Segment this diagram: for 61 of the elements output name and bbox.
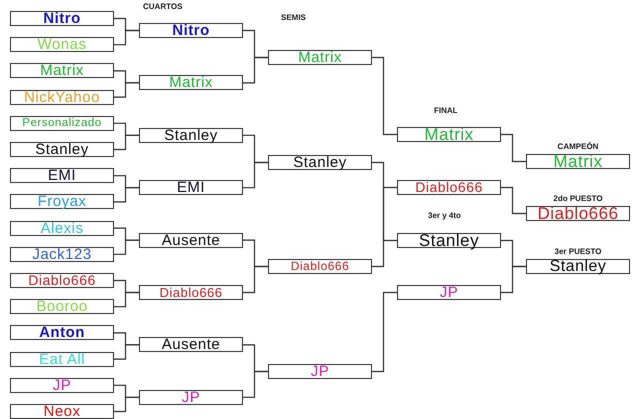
round-heading: FINAL [434,106,458,115]
place-heading: 2do PUESTO [552,194,604,203]
player-box: Alexis [10,220,114,236]
player-box: Anton [10,325,114,340]
player-box: Matrix [268,50,372,65]
player-box: Diablo666 [397,180,501,195]
place-heading: CAMPEÓN [556,142,600,151]
player-box: Stanley [397,233,501,248]
bracket-line [114,396,139,412]
player-box: Personalizado [10,116,114,131]
player-box: Eat All [10,352,114,367]
player-box: JP [397,285,501,300]
player-box: Matrix [397,127,501,142]
round-heading: 3er y 4to [428,211,461,220]
bracket-line [372,292,397,372]
player-box: Stanley [268,155,372,170]
player-box: EMI [139,180,243,196]
bracket-line [501,186,526,214]
player-box: Diablo666 [10,273,114,288]
player-box: JP [139,390,243,405]
player-box: EMI [10,168,114,184]
player-box: Matrix [139,75,243,90]
bracket-line [114,134,139,150]
player-box: Stanley [10,142,114,157]
bracket-line [114,30,139,46]
player-box: Nitro [139,23,243,38]
bracket-line [501,134,526,162]
player-box: Diablo666 [268,259,372,274]
player-box: Froyax [10,194,114,210]
player-box: Diablo666 [139,285,243,300]
player-box: JP [10,378,114,393]
player-box: Neox [10,404,114,419]
bracket-line [372,162,397,242]
bracket-line [243,162,268,188]
round-heading: CUARTOS [143,2,182,11]
bracket-line [114,187,139,202]
bracket-line [243,266,268,294]
bracket-line [114,240,139,255]
player-box: Booroo [10,299,114,314]
bracket-line [243,56,268,84]
result-box: Stanley [526,259,630,274]
player-box: Matrix [10,63,114,78]
player-box: Ausente [139,337,243,352]
bracket-line [501,266,526,294]
round-heading: SEMIS [281,13,306,22]
player-box: Jack123 [10,246,114,262]
bracket-line [372,56,397,136]
player-box: Ausente [139,232,243,248]
bracket-line [372,186,397,268]
result-box: Matrix [526,154,630,169]
player-box: Nitro [10,11,114,26]
player-box: JP [268,364,372,379]
bracket-line [243,370,268,398]
bracket-line [114,344,139,360]
bracket-line [114,82,139,98]
player-box: Wonas [10,37,114,52]
place-heading: 3er PUESTO [554,247,602,256]
player-box: Stanley [139,128,243,143]
player-box: NickYahoo [10,90,114,105]
bracket-line [114,292,139,308]
result-box: Diablo666 [526,206,630,221]
